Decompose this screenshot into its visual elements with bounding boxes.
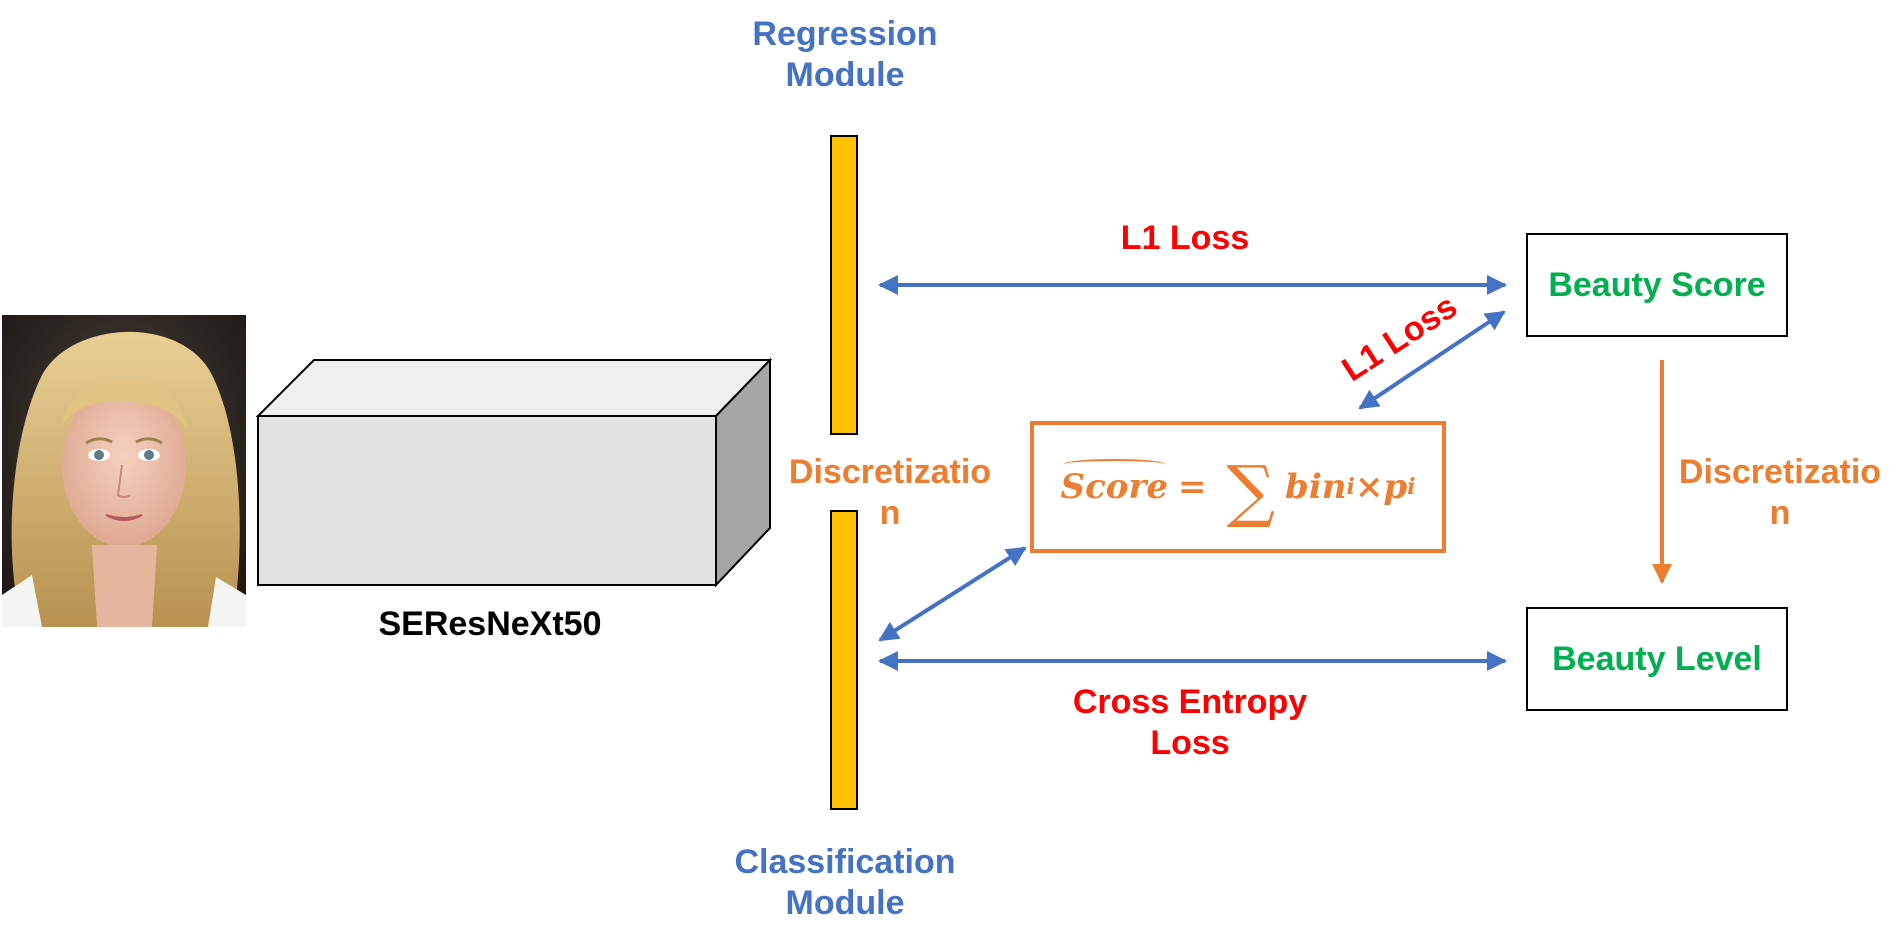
backbone-3d-box-icon — [255, 357, 773, 588]
l1-loss-top-label: L1 Loss — [1120, 219, 1250, 257]
cross-entropy-line1: Cross Entropy — [1072, 683, 1308, 721]
backbone-label: SEResNeXt50 — [378, 605, 602, 643]
discretization-right-line1: Discretizatio — [1678, 453, 1882, 491]
classification-module-label: Classification Module — [690, 842, 1000, 925]
beauty-score-box: Beauty Score — [1526, 233, 1788, 337]
formula-times: × — [1354, 467, 1384, 507]
beauty-level-box: Beauty Level — [1526, 607, 1788, 711]
regression-module-label: Regression Module — [700, 14, 990, 97]
discretization-right-line2: n — [1769, 494, 1791, 533]
beauty-score-label: Beauty Score — [1548, 265, 1766, 304]
discretization-left-label: Discretizatio n — [760, 452, 1020, 535]
input-face-photo — [2, 315, 246, 627]
regression-module-line1: Regression — [752, 15, 938, 53]
discretization-left-line2: n — [879, 494, 901, 533]
formula-to-classification-arrow — [878, 546, 1027, 642]
score-hat-term: Score — [1060, 459, 1168, 507]
formula-bin-subscript: i — [1346, 474, 1355, 500]
classification-module-line2: Module — [785, 884, 905, 923]
summation-icon: ∑ — [1226, 451, 1276, 531]
cross-entropy-line2: Loss — [1150, 724, 1230, 763]
regression-module-line2: Module — [785, 56, 905, 95]
classification-module-line1: Classification — [734, 843, 956, 881]
formula-p-subscript: i — [1407, 474, 1416, 500]
discretization-left-line1: Discretizatio — [788, 453, 992, 491]
classification-module-bar — [830, 510, 858, 810]
discretization-right-label: Discretizatio n — [1660, 452, 1900, 535]
formula-equals: = — [1178, 467, 1207, 507]
formula-p: p — [1383, 467, 1408, 507]
l1-loss-arrow-diagonal — [1358, 310, 1506, 410]
formula-bin: bin — [1285, 467, 1347, 507]
beauty-level-label: Beauty Level — [1552, 639, 1762, 678]
regression-module-bar — [830, 135, 858, 435]
face-photo-icon — [2, 315, 246, 627]
cross-entropy-loss-label: Cross Entropy Loss — [1040, 682, 1340, 765]
